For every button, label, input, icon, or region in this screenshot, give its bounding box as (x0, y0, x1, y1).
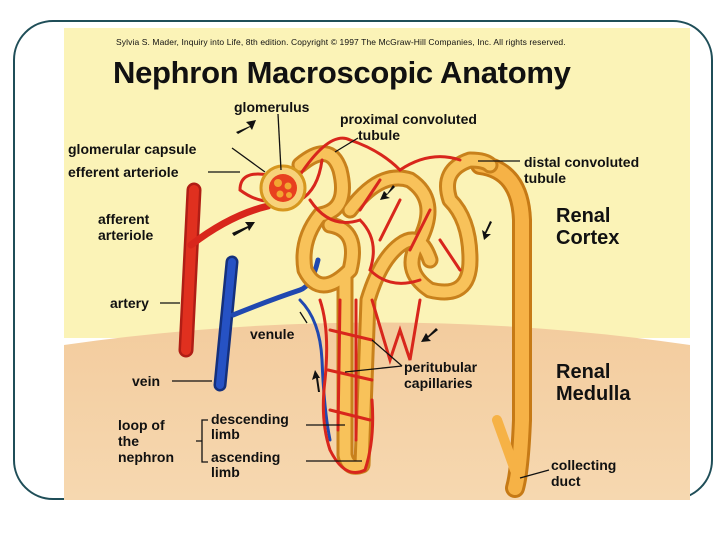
label-collecting-duct-line1: collecting (551, 457, 617, 473)
label-peritubular-capillaries-line1: peritubular (404, 359, 478, 375)
artery-vessel (178, 182, 272, 358)
region-medulla-line2: Medulla (556, 383, 631, 405)
label-artery: artery (110, 295, 149, 311)
label-glomerulus: glomerulus (234, 99, 310, 115)
label-distal-tubule-line2: tubule (524, 170, 566, 186)
flow-arrows (232, 120, 492, 392)
glomerulus-shape (259, 164, 307, 212)
label-afferent-arteriole-line1: afferent (98, 211, 150, 227)
nephron-tubule (291, 145, 499, 475)
label-ascending-limb-line1: ascending (211, 449, 281, 465)
label-leader-lines (160, 113, 550, 479)
medulla-region (64, 322, 690, 500)
label-descending-limb-line2: limb (211, 426, 240, 442)
label-distal-tubule-line1: distal convoluted (524, 154, 640, 170)
copyright-credit: Sylvia S. Mader, Inquiry into Life, 8th … (116, 37, 566, 47)
label-venule: venule (250, 326, 295, 342)
label-descending-limb-line1: descending (211, 411, 289, 427)
label-vein: vein (132, 373, 161, 389)
label-loop-line2: the (118, 433, 139, 449)
label-efferent-arteriole: efferent arteriole (68, 164, 179, 180)
label-loop-line1: loop of (118, 417, 165, 433)
label-proximal-tubule-line2: tubule (358, 127, 400, 143)
label-ascending-limb-line2: limb (211, 464, 240, 480)
label-glomerular-capsule: glomerular capsule (68, 141, 197, 157)
label-peritubular-capillaries-line2: capillaries (404, 375, 473, 391)
region-medulla-line1: Renal (556, 361, 611, 383)
collecting-duct-shape (470, 155, 532, 498)
diagram-title: Nephron Macroscopic Anatomy (113, 55, 571, 90)
label-loop-line3: nephron (118, 449, 174, 465)
region-cortex-line1: Renal (556, 205, 611, 227)
label-collecting-duct-line2: duct (551, 473, 581, 489)
label-afferent-arteriole-line2: arteriole (98, 227, 154, 243)
label-proximal-tubule-line1: proximal convoluted (340, 111, 477, 127)
region-cortex-line2: Cortex (556, 227, 620, 249)
